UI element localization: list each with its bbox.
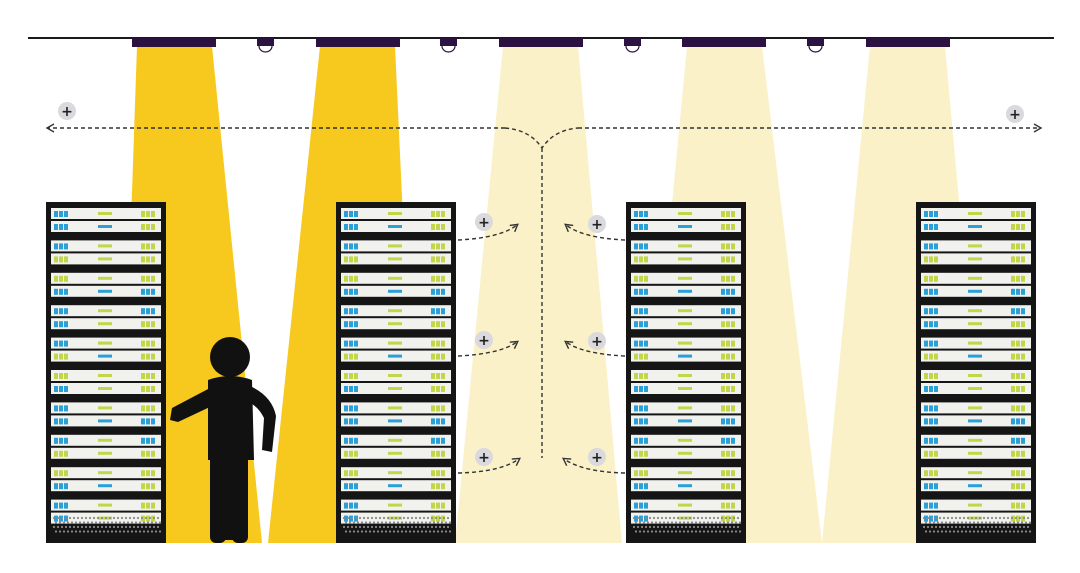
server-unit — [921, 402, 1031, 427]
server-unit — [921, 208, 1031, 232]
server-unit — [51, 305, 161, 330]
plus-badge-icon: + — [475, 213, 493, 231]
airflow-arrows — [45, 123, 1043, 474]
plus-badge-icon: + — [58, 102, 76, 120]
server-unit — [341, 240, 451, 265]
server-unit — [631, 272, 741, 297]
server-unit — [631, 370, 741, 394]
server-unit — [341, 370, 451, 394]
badge-label: + — [591, 450, 603, 466]
server-unit — [341, 305, 451, 330]
server-unit — [51, 434, 161, 459]
server-unit — [921, 467, 1031, 492]
airflow-arrow-row2-left — [457, 340, 519, 357]
server-unit — [921, 305, 1031, 330]
airflow-arrow-row3-left — [457, 457, 521, 474]
sensor-icon — [257, 38, 274, 53]
light-fixture-2 — [316, 38, 400, 47]
server-unit — [631, 337, 741, 362]
server-unit — [51, 272, 161, 297]
server-unit — [921, 337, 1031, 362]
badge-label: + — [61, 104, 73, 120]
light-fixture-1 — [132, 38, 216, 47]
server-rack — [46, 202, 166, 543]
server-unit — [341, 402, 451, 427]
person-icon — [170, 337, 276, 543]
server-unit — [51, 208, 161, 232]
server-unit — [51, 402, 161, 427]
light-beam-3 — [455, 46, 622, 543]
badge-label: + — [478, 215, 490, 231]
server-unit — [51, 240, 161, 265]
server-unit — [921, 434, 1031, 459]
badge-label: + — [591, 217, 603, 233]
server-unit — [341, 467, 451, 492]
server-unit — [341, 434, 451, 459]
light-fixture-4 — [682, 38, 766, 47]
server-unit — [631, 240, 741, 265]
ceiling-fixtures — [132, 38, 950, 47]
badges: + + + + + + + + — [58, 102, 1024, 466]
airflow-arrow-row2-right — [564, 340, 626, 357]
server-unit — [921, 272, 1031, 297]
server-unit — [921, 240, 1031, 265]
rack-vent — [922, 516, 1032, 533]
light-beams — [120, 46, 990, 543]
badge-label: + — [478, 450, 490, 466]
light-fixture-5 — [866, 38, 950, 47]
server-racks — [46, 202, 1036, 543]
airflow-arrow-row1-left — [457, 223, 519, 241]
server-rack — [336, 202, 456, 543]
server-unit — [51, 467, 161, 492]
plus-badge-icon: + — [475, 448, 493, 466]
rack-vent — [632, 516, 742, 533]
plus-badge-icon: + — [475, 331, 493, 349]
sensor-icon — [624, 38, 641, 53]
server-rack — [916, 202, 1036, 543]
badge-label: + — [1009, 107, 1021, 123]
server-unit — [921, 370, 1031, 394]
ceiling-sensors — [257, 38, 824, 53]
sensor-icon — [440, 38, 457, 53]
server-unit — [51, 370, 161, 394]
sensor-icon — [807, 38, 824, 53]
plus-badge-icon: + — [588, 332, 606, 350]
server-unit — [341, 272, 451, 297]
airflow-arrow-row3-right — [562, 457, 626, 474]
server-unit — [631, 208, 741, 232]
badge-label: + — [478, 333, 490, 349]
airflow-arrow-row1-right — [564, 223, 626, 241]
plus-badge-icon: + — [588, 215, 606, 233]
server-unit — [51, 337, 161, 362]
plus-badge-icon: + — [588, 448, 606, 466]
server-rack — [626, 202, 746, 543]
plus-badge-icon: + — [1006, 105, 1024, 123]
rack-vent — [52, 516, 162, 533]
light-fixture-3 — [499, 38, 583, 47]
badge-label: + — [591, 334, 603, 350]
server-unit — [631, 402, 741, 427]
server-unit — [631, 467, 741, 492]
server-unit — [631, 305, 741, 330]
server-unit — [631, 434, 741, 459]
server-unit — [341, 208, 451, 232]
rack-vent — [342, 516, 452, 533]
server-unit — [341, 337, 451, 362]
